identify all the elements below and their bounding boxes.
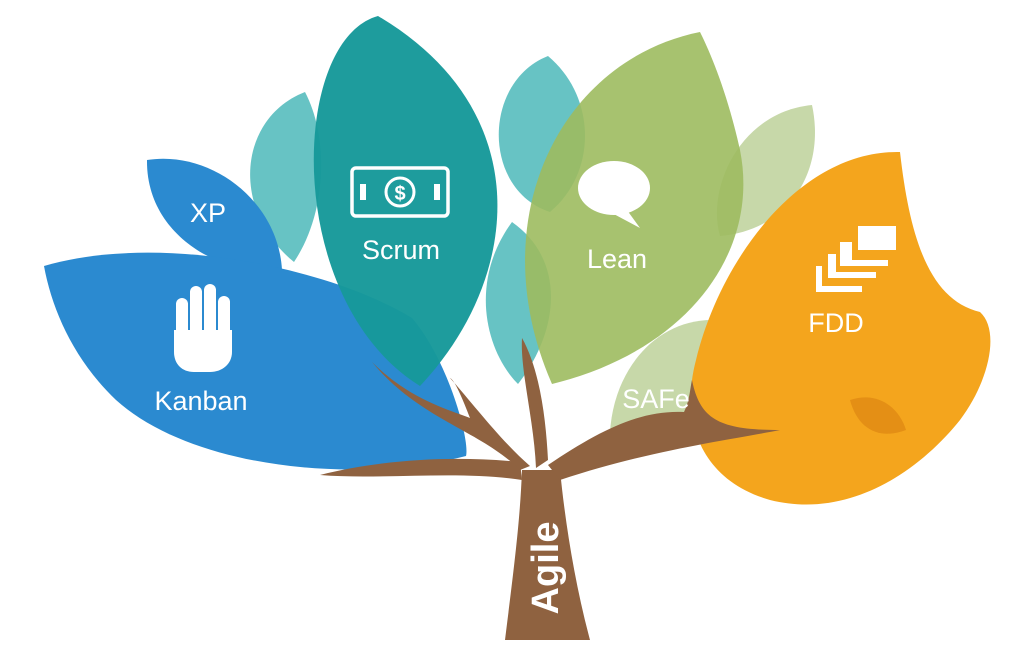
teal-leaf-left-back — [250, 92, 322, 262]
svg-text:$: $ — [394, 183, 405, 205]
fdd-label: FDD — [808, 308, 864, 338]
agile-label: Agile — [525, 522, 567, 615]
scrum-label: Scrum — [362, 235, 440, 265]
speech-bubble-icon — [578, 161, 650, 228]
lean-label: Lean — [587, 244, 647, 274]
scrum-leaf — [313, 16, 498, 386]
fdd-leaf — [690, 151, 991, 505]
xp-leaf — [146, 158, 282, 272]
safe-leaf — [609, 320, 714, 450]
tree-trunk — [320, 338, 780, 640]
xp-label: XP — [190, 198, 226, 228]
fdd-leaf-tip — [850, 397, 906, 434]
dollar-bill-icon: $ — [350, 166, 450, 218]
kanban-label: Kanban — [154, 386, 247, 416]
stacked-cards-icon — [816, 226, 896, 292]
safe-label: SAFe — [622, 384, 690, 414]
raised-hand-icon — [174, 284, 232, 372]
